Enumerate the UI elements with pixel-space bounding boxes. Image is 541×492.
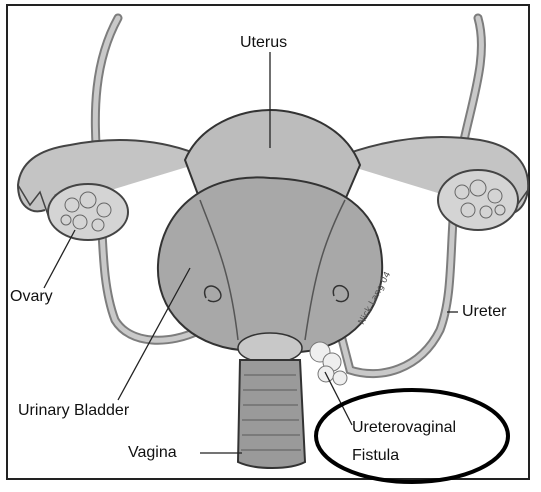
label-urinary-bladder: Urinary Bladder [18,402,129,420]
label-fistula-line2: Fistula [352,447,399,465]
right-ovary [438,170,518,230]
urinary-bladder [158,177,382,352]
label-vagina: Vagina [128,444,177,462]
cervix [238,333,302,363]
label-fistula-line1: Ureterovaginal [352,419,456,437]
label-ovary: Ovary [10,288,53,306]
label-ureter: Ureter [462,303,506,321]
vagina [238,360,305,468]
leader-ovary [44,230,75,288]
label-uterus: Uterus [240,34,287,52]
